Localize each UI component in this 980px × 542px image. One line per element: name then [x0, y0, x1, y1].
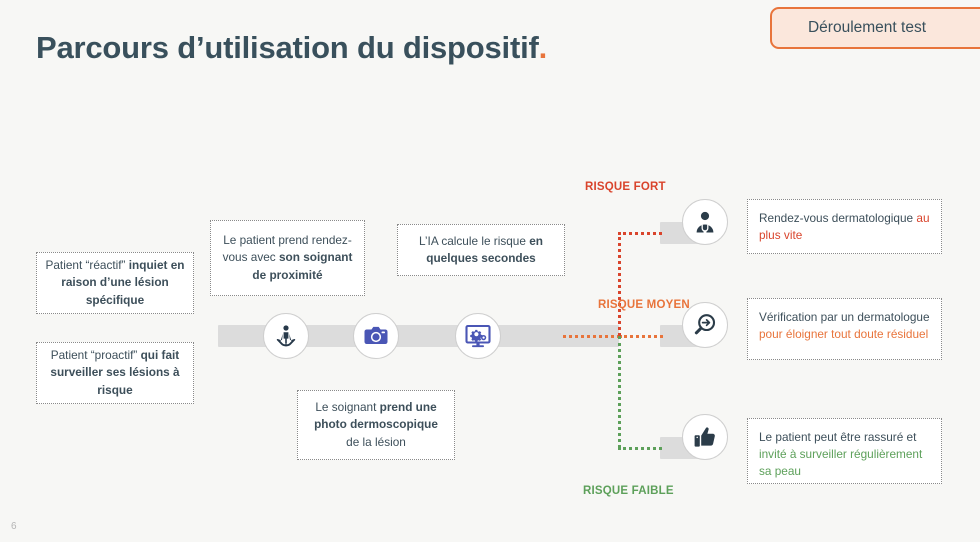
card-outcome-risque-moyen-plain: Vérification par un dermatologue	[759, 310, 930, 324]
topic-tab[interactable]: Déroulement test	[770, 7, 980, 49]
card-patient-proactif-plain: Patient “proactif”	[50, 348, 141, 363]
flow-track-main	[218, 325, 619, 347]
camera-icon	[362, 322, 390, 350]
card-photo-dermoscopique-plain-2: de la lésion	[346, 434, 406, 449]
card-calcul-ia: L’IA calcule le risque en quelques secon…	[397, 224, 565, 276]
risk-label-faible: RISQUE FAIBLE	[583, 485, 674, 497]
node-camera[interactable]	[353, 313, 399, 359]
card-patient-proactif: Patient “proactif” qui fait surveiller s…	[36, 342, 194, 404]
card-outcome-risque-moyen: Vérification par un dermatologue pour él…	[747, 298, 942, 360]
connector-red-horizontal	[618, 232, 662, 235]
node-dermatologist[interactable]	[682, 199, 728, 245]
card-patient-reactif-plain: Patient “réactif”	[45, 258, 129, 273]
card-prise-rendez-vous-bold: son soignant de proximité	[252, 250, 353, 282]
connector-green-horizontal	[618, 447, 662, 450]
magnifier-arrow-icon	[692, 312, 718, 338]
connector-orange-horizontal	[563, 335, 620, 338]
card-outcome-risque-faible: Le patient peut être rassuré et invité à…	[747, 418, 942, 484]
node-ai-analysis[interactable]	[455, 313, 501, 359]
node-review-verification[interactable]	[682, 302, 728, 348]
connector-green-vertical	[618, 336, 621, 448]
card-prise-rendez-vous: Le patient prend rendez-vous avec son so…	[210, 220, 365, 296]
card-outcome-risque-fort-plain: Rendez-vous dermatologique	[759, 211, 917, 225]
card-outcome-risque-faible-highlight: invité à surveiller régulièrement sa pea…	[759, 447, 923, 479]
page-title-accent-dot: .	[538, 30, 548, 65]
connector-red-vertical	[618, 232, 621, 336]
card-outcome-risque-fort-highlight: au plus vite	[759, 211, 930, 243]
card-outcome-risque-faible-plain: Le patient peut être rassuré et	[759, 430, 917, 444]
doctor-icon	[692, 209, 718, 235]
card-outcome-risque-fort: Rendez-vous dermatologique au plus vite	[747, 199, 942, 254]
patient-in-hands-icon	[272, 322, 300, 350]
card-patient-reactif: Patient “réactif” inquiet en raison d’un…	[36, 252, 194, 314]
node-patient-in-hands[interactable]	[263, 313, 309, 359]
card-calcul-ia-plain: L’IA calcule le risque	[419, 233, 530, 248]
card-patient-proactif-bold: qui fait surveiller ses lésions à risque	[50, 348, 180, 397]
card-outcome-risque-moyen-highlight: pour éloigner tout doute résiduel	[759, 327, 929, 342]
card-photo-dermoscopique-bold: prend une photo dermoscopique	[314, 400, 438, 432]
page-title: Parcours d’utilisation du dispositif.	[36, 30, 547, 66]
risk-label-moyen: RISQUE MOYEN	[598, 299, 690, 311]
card-calcul-ia-bold: en quelques secondes	[426, 233, 543, 265]
connector-orange-trunk	[619, 335, 663, 338]
card-prise-rendez-vous-plain: Le patient prend rendez-vous avec	[222, 233, 352, 265]
page-number: 6	[11, 521, 17, 532]
topic-tab-label: Déroulement test	[807, 19, 927, 36]
page-title-text: Parcours d’utilisation du dispositif	[36, 30, 539, 65]
monitor-gear-icon	[464, 322, 492, 350]
card-photo-dermoscopique: Le soignant prend une photo dermoscopiqu…	[297, 390, 455, 460]
risk-label-fort: RISQUE FORT	[585, 181, 666, 193]
card-patient-reactif-bold: inquiet en raison d’une lésion spécifiqu…	[61, 258, 185, 307]
card-photo-dermoscopique-plain: Le soignant	[315, 400, 380, 415]
thumbs-up-icon	[692, 424, 718, 450]
node-reassurance[interactable]	[682, 414, 728, 460]
